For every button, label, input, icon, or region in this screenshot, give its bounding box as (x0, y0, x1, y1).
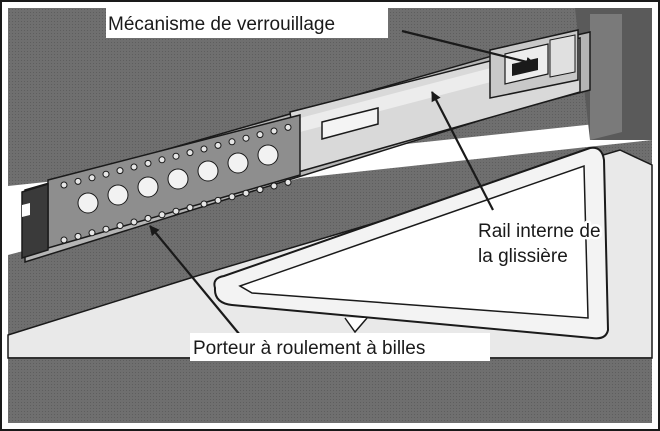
small-bearing-ball (158, 211, 166, 219)
large-bearing-ball (227, 152, 249, 174)
small-bearing-ball (172, 207, 180, 215)
small-bearing-ball (102, 225, 110, 233)
small-bearing-ball (130, 163, 138, 171)
small-bearing-ball (214, 196, 222, 204)
small-bearing-ball (256, 131, 264, 139)
label-inner-rail-line1: Rail interne de (478, 221, 601, 242)
label-locking-mechanism: Mécanisme de verrouillage (108, 14, 335, 35)
small-bearing-ball (144, 214, 152, 222)
large-bearing-ball (77, 192, 99, 214)
small-bearing-ball (270, 182, 278, 190)
small-bearing-ball (284, 123, 292, 131)
small-bearing-ball (74, 232, 82, 240)
rail-end-cap (21, 182, 49, 260)
label-inner-rail-line2: la glissière (478, 246, 568, 267)
small-bearing-ball (228, 138, 236, 146)
small-bearing-ball (200, 200, 208, 208)
arrow-ball-bearing-carrier (149, 225, 241, 336)
small-bearing-ball (60, 181, 68, 189)
small-bearing-ball (242, 189, 250, 197)
small-bearing-ball (200, 145, 208, 153)
small-bearing-ball (158, 156, 166, 164)
large-bearing-ball (257, 144, 279, 166)
small-bearing-ball (116, 222, 124, 230)
small-bearing-ball (228, 193, 236, 201)
svg-text:Rail interne de: Rail interne de (478, 221, 601, 242)
bearing-balls (60, 123, 292, 244)
small-bearing-ball (256, 186, 264, 194)
small-bearing-ball (144, 159, 152, 167)
small-bearing-ball (88, 174, 96, 182)
label-bg-bearing (190, 333, 490, 361)
small-bearing-ball (88, 229, 96, 237)
small-bearing-ball (270, 127, 278, 135)
svg-text:la glissière: la glissière (478, 246, 568, 267)
small-bearing-ball (60, 236, 68, 244)
small-bearing-ball (116, 167, 124, 175)
small-bearing-ball (284, 178, 292, 186)
small-bearing-ball (74, 177, 82, 185)
small-bearing-ball (102, 170, 110, 178)
large-bearing-ball (167, 168, 189, 190)
small-bearing-ball (186, 204, 194, 212)
small-bearing-ball (186, 149, 194, 157)
inner-rail-slot (321, 107, 379, 140)
small-bearing-ball (214, 141, 222, 149)
notch-marker (344, 317, 368, 334)
arrow-locking-mechanism (401, 29, 536, 67)
small-bearing-ball (172, 152, 180, 160)
arrow-inner-rail (431, 91, 494, 211)
label-ball-bearing-carrier: Porteur à roulement à billes (193, 338, 425, 359)
large-bearing-ball (137, 176, 159, 198)
label-bg-locking (106, 8, 388, 38)
small-bearing-ball (130, 218, 138, 226)
small-bearing-ball (242, 134, 250, 142)
large-bearing-ball (197, 160, 219, 182)
large-bearing-ball (107, 184, 129, 206)
cabinet-bottom (8, 358, 652, 423)
